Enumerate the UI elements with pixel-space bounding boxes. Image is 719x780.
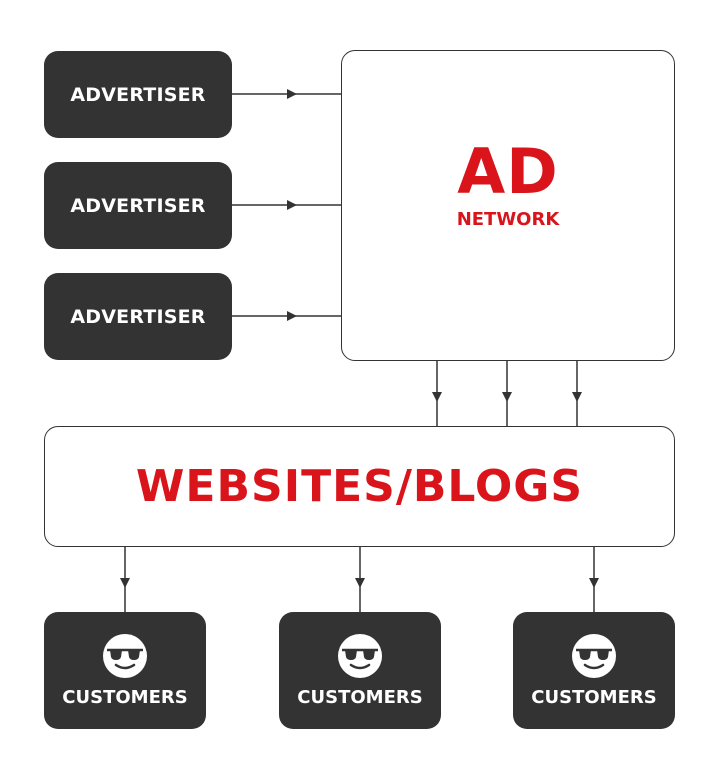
customers-label: CUSTOMERS (297, 687, 423, 708)
sunglasses-face-icon (572, 634, 616, 678)
customer-box-1: CUSTOMERS (44, 612, 206, 729)
websites-to-customers-connectors (120, 547, 599, 612)
advertiser-to-network-connectors (232, 89, 341, 321)
websites-blogs-box: WEBSITES/BLOGS (44, 426, 675, 547)
advertiser-box-3: ADVERTISER (44, 273, 232, 360)
advertiser-box-2: ADVERTISER (44, 162, 232, 249)
ad-network-subtitle: NETWORK (456, 209, 560, 230)
customer-box-3: CUSTOMERS (513, 612, 675, 729)
ad-network-box: AD NETWORK (341, 50, 675, 361)
customers-label: CUSTOMERS (62, 687, 188, 708)
advertiser-box-1: ADVERTISER (44, 51, 232, 138)
websites-blogs-label: WEBSITES/BLOGS (135, 461, 584, 512)
network-to-websites-connectors (432, 361, 582, 426)
ad-network-title: AD (457, 135, 559, 208)
sunglasses-face-icon (338, 634, 382, 678)
advertiser-label: ADVERTISER (70, 83, 206, 106)
advertiser-label: ADVERTISER (70, 305, 206, 328)
advertiser-label: ADVERTISER (70, 194, 206, 217)
customer-box-2: CUSTOMERS (279, 612, 441, 729)
customers-label: CUSTOMERS (531, 687, 657, 708)
sunglasses-face-icon (103, 634, 147, 678)
